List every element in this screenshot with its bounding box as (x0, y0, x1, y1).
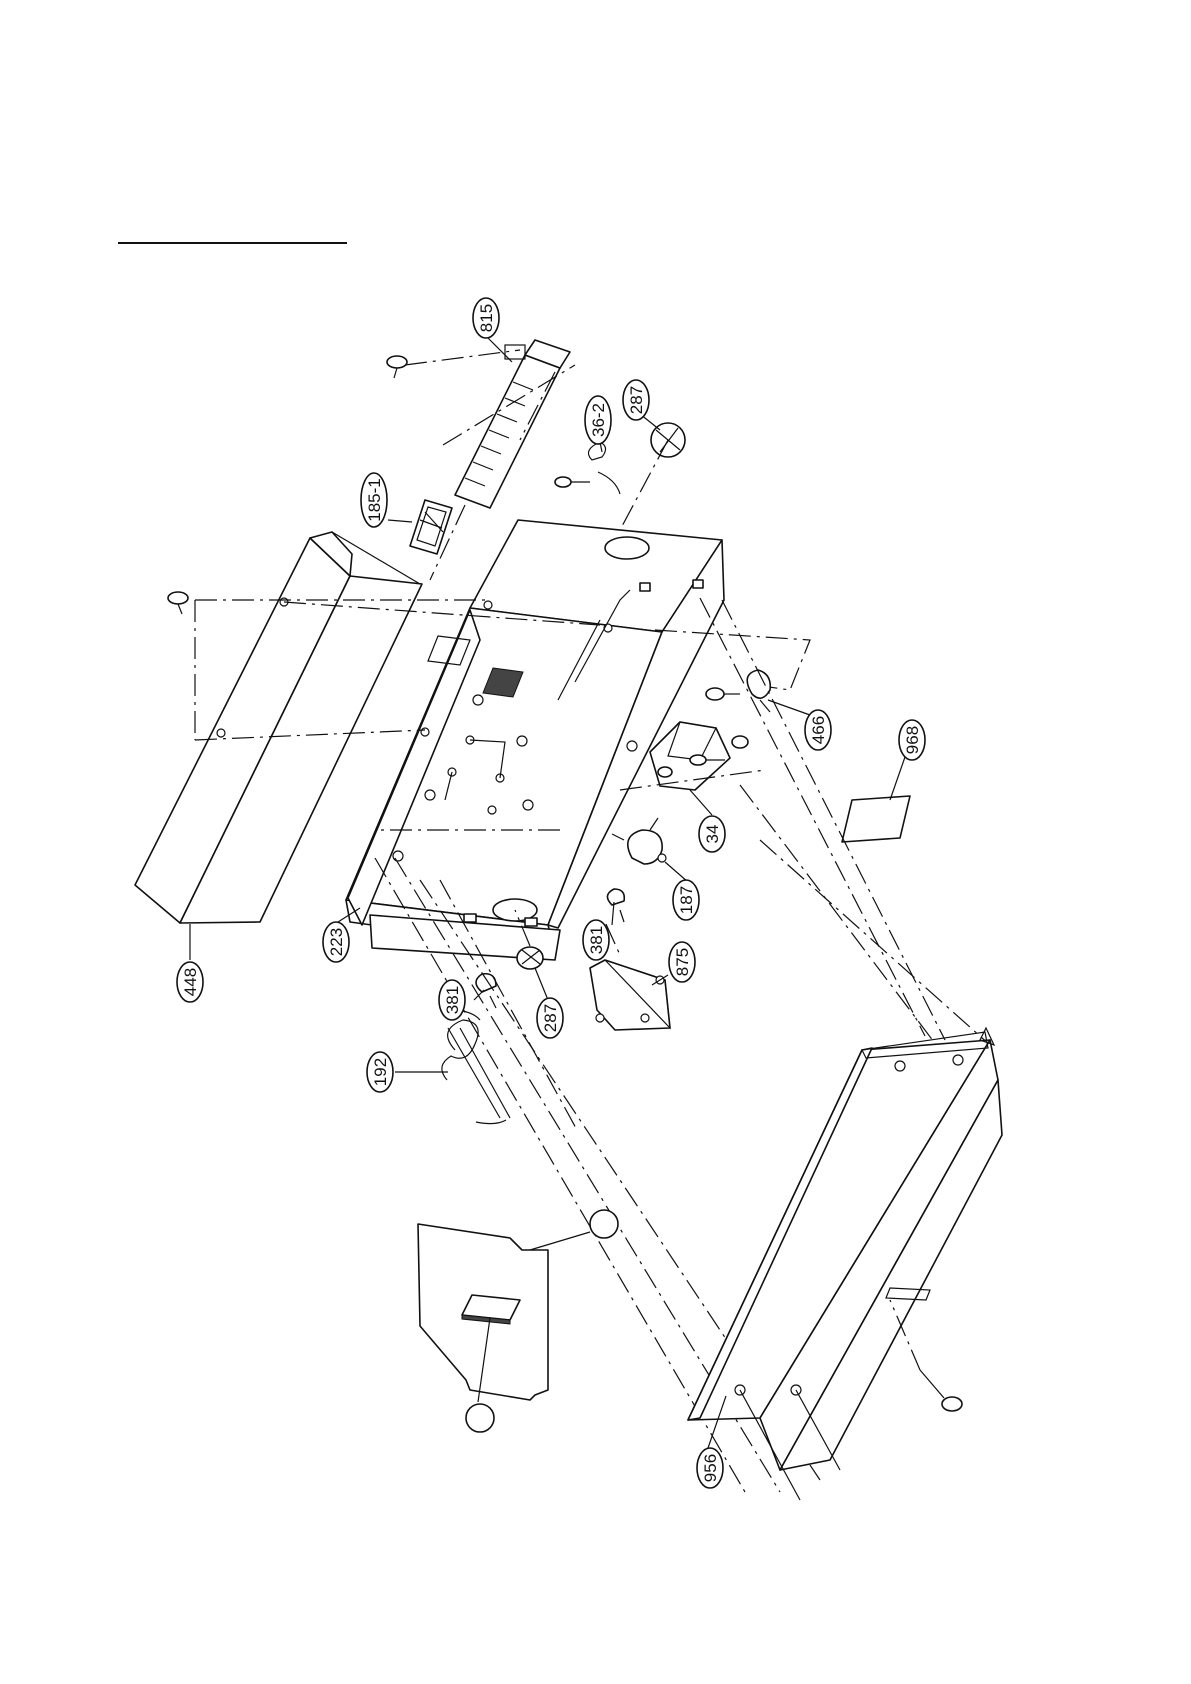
leader-968 (890, 757, 905, 800)
svg-text:34: 34 (703, 825, 722, 844)
callout-466: 466 (805, 710, 831, 750)
svg-text:223: 223 (327, 928, 346, 956)
callout-956: 956 (697, 1448, 723, 1488)
svg-text:381: 381 (587, 926, 606, 954)
screw-466 (706, 688, 740, 700)
leader-287-bottom (535, 968, 548, 1000)
callout-185-1: 185-1 (361, 473, 387, 527)
label-968 (842, 796, 910, 842)
callout-815: 815 (473, 298, 499, 338)
callout-287-top: 287 (623, 380, 649, 420)
holder-187 (612, 818, 666, 864)
svg-text:185-1: 185-1 (365, 478, 384, 521)
clip-381-right (607, 889, 624, 922)
svg-text:36-2: 36-2 (589, 403, 608, 437)
callout-34: 34 (699, 816, 725, 852)
svg-text:287: 287 (627, 386, 646, 414)
svg-text:448: 448 (181, 968, 200, 996)
callout-223: 223 (323, 922, 349, 962)
svg-text:466: 466 (809, 716, 828, 744)
svg-text:968: 968 (903, 726, 922, 754)
leader-185-1 (388, 520, 412, 522)
relay-34 (620, 722, 940, 1050)
clip-192 (440, 1010, 510, 1124)
screw-815 (387, 356, 407, 378)
leader-466 (768, 700, 810, 715)
svg-text:381: 381 (443, 986, 462, 1014)
svg-text:192: 192 (371, 1058, 390, 1086)
screw-448 (168, 592, 188, 614)
grommet-287-top (612, 423, 685, 545)
callout-287-bottom: 287 (537, 998, 563, 1038)
svg-text:875: 875 (673, 948, 692, 976)
clip-36-2 (588, 442, 620, 494)
callout-blank-upper (590, 1210, 618, 1238)
callout-blank-lower (466, 1404, 494, 1432)
base-956 (688, 1028, 1002, 1500)
svg-text:287: 287 (541, 1004, 560, 1032)
leader-187 (665, 862, 688, 882)
leader-blank-upper (530, 1232, 590, 1250)
callout-448: 448 (177, 962, 203, 1002)
callout-875: 875 (669, 942, 695, 982)
screw-36-2 (555, 477, 590, 487)
pcb-board (418, 1224, 548, 1400)
callout-192: 192 (367, 1052, 393, 1092)
svg-text:187: 187 (677, 886, 696, 914)
callout-381-right: 381 (583, 920, 609, 960)
svg-text:956: 956 (701, 1454, 720, 1482)
callout-381-left: 381 (439, 980, 465, 1020)
leader-34 (690, 790, 712, 815)
clamp-466 (747, 670, 770, 712)
callout-968: 968 (899, 720, 925, 760)
callout-187: 187 (673, 880, 699, 920)
svg-text:815: 815 (477, 304, 496, 332)
callout-36-2: 36-2 (585, 396, 611, 444)
